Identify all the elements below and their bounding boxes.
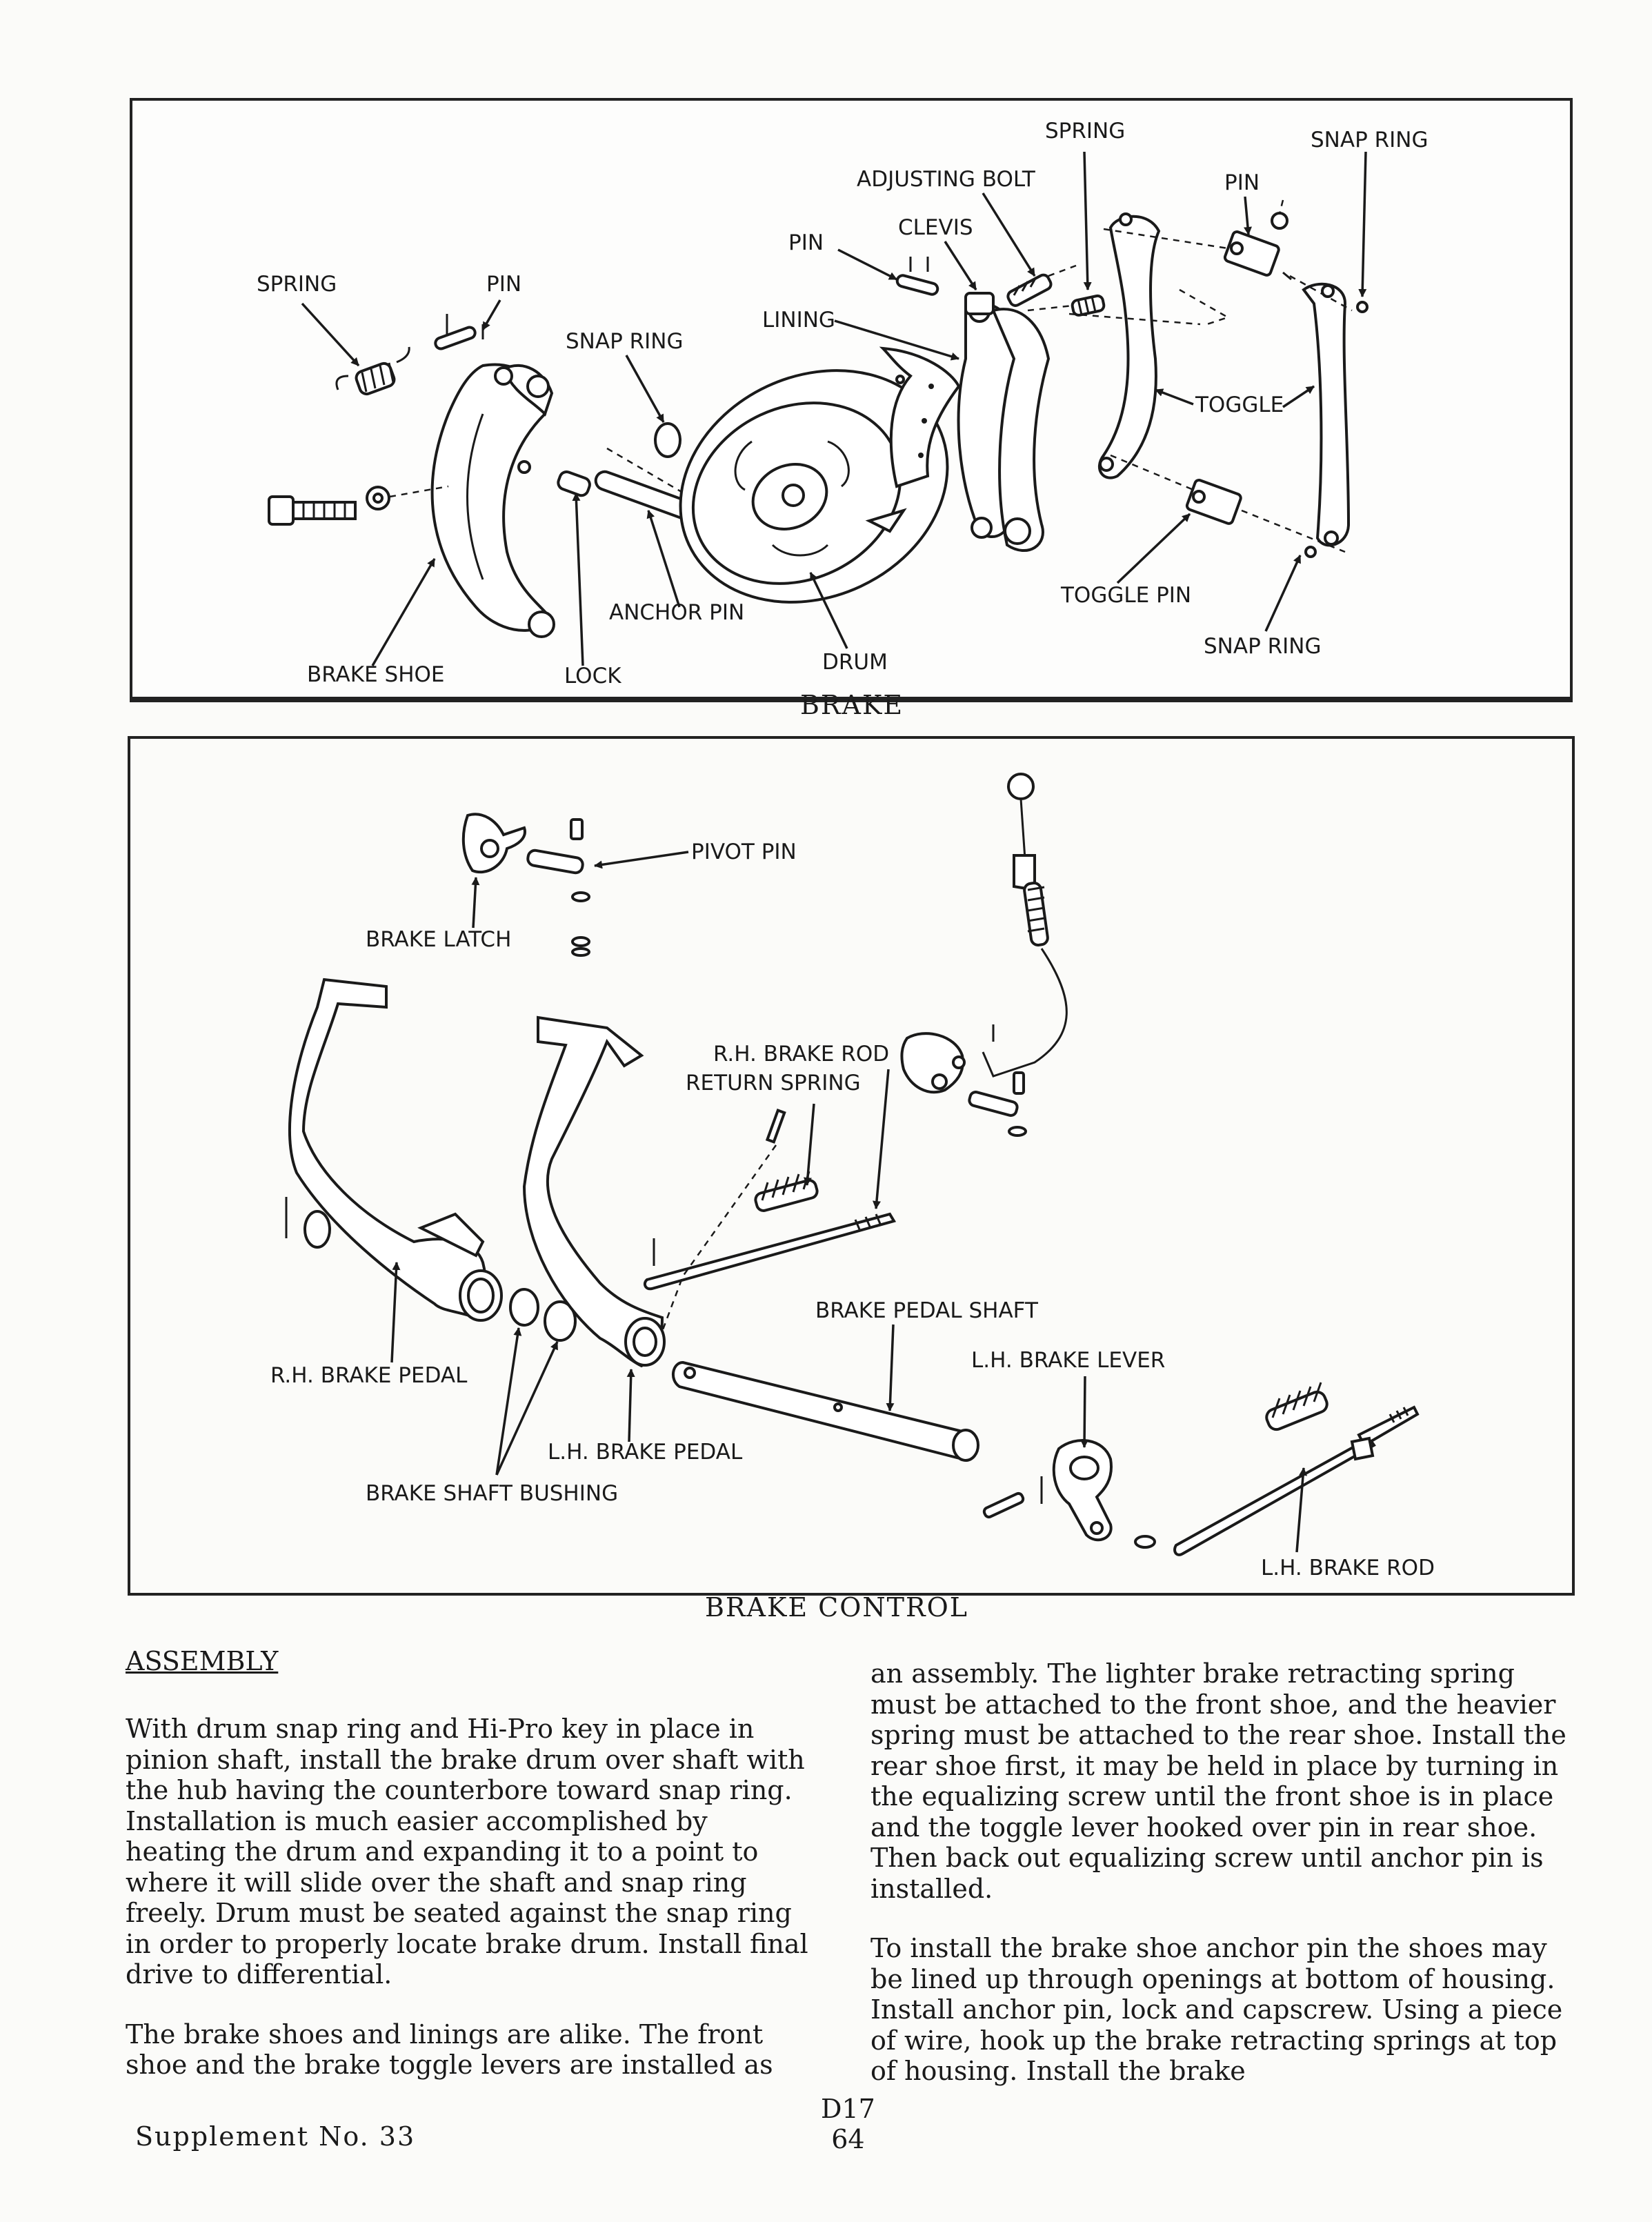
label-return-spring: RETURN SPRING bbox=[686, 1071, 861, 1095]
brake-labels: SPRING SNAP RING ADJUSTING BOLT PIN CLEV… bbox=[257, 119, 1429, 688]
brake-leader-lines bbox=[301, 151, 1367, 666]
brake-control-figure bbox=[128, 736, 1575, 1596]
control-labels: PIVOT PIN BRAKE LATCH R.H. BRAKE ROD RET… bbox=[270, 840, 1435, 1580]
left-text-column: With drum snap ring and Hi-Pro key in pl… bbox=[126, 1714, 815, 2110]
left-paragraph-1: With drum snap ring and Hi-Pro key in pl… bbox=[126, 1714, 808, 1990]
assembly-heading: ASSEMBLY bbox=[126, 1646, 279, 1676]
label-brake-shoe: BRAKE SHOE bbox=[307, 662, 445, 687]
snap-ring-part bbox=[654, 422, 681, 458]
label-pin-right: PIN bbox=[1224, 170, 1260, 195]
label-snap-ring-top: SNAP RING bbox=[1311, 128, 1429, 152]
label-adjusting-bolt: ADJUSTING BOLT bbox=[857, 167, 1036, 192]
brake-latch-part bbox=[461, 813, 590, 957]
brake-linkage-part bbox=[900, 773, 1068, 1137]
label-lock: LOCK bbox=[564, 664, 621, 688]
pin-left-part bbox=[434, 314, 484, 350]
label-anchor-pin: ANCHOR PIN bbox=[609, 600, 744, 625]
page-number: 64 bbox=[831, 2124, 865, 2154]
label-drum: DRUM bbox=[822, 650, 888, 675]
right-paragraph-2: To install the brake shoe anchor pin the… bbox=[870, 1933, 1563, 2086]
label-snap-ring-mid: SNAP RING bbox=[566, 329, 684, 354]
label-rh-brake-rod: R.H. BRAKE ROD bbox=[713, 1042, 889, 1067]
brake-caption-rule bbox=[130, 697, 1573, 700]
snap-ring-bottom-part bbox=[1304, 546, 1317, 558]
toggle-pin-part bbox=[1068, 199, 1353, 553]
label-brake-shaft-bushing: BRAKE SHAFT BUSHING bbox=[366, 1481, 618, 1506]
label-toggle: TOGGLE bbox=[1195, 393, 1284, 417]
clevis-part bbox=[895, 257, 1077, 315]
brake-pedal-shaft-part bbox=[672, 1360, 979, 1462]
anchor-pin-part bbox=[517, 447, 696, 521]
capscrew-part bbox=[268, 485, 449, 526]
toggle-part bbox=[1098, 212, 1351, 547]
front-shoe-part bbox=[957, 301, 1051, 553]
left-paragraph-2: The brake shoes and linings are alike. T… bbox=[126, 2018, 773, 2081]
lining-part bbox=[879, 346, 961, 488]
label-lining: LINING bbox=[762, 308, 835, 333]
label-clevis: CLEVIS bbox=[898, 215, 973, 240]
page-footer-code: D17 64 bbox=[821, 2094, 875, 2154]
label-snap-ring-bottom: SNAP RING bbox=[1204, 634, 1322, 659]
brake-exploded-view bbox=[268, 199, 1369, 638]
rh-brake-rod-part bbox=[643, 1109, 897, 1332]
label-brake-pedal-shaft: BRAKE PEDAL SHAFT bbox=[815, 1298, 1039, 1323]
label-lh-brake-rod: L.H. BRAKE ROD bbox=[1261, 1556, 1435, 1580]
rh-brake-pedal-part bbox=[285, 978, 503, 1322]
label-lh-brake-pedal: L.H. BRAKE PEDAL bbox=[548, 1440, 743, 1465]
brake-control-exploded-view bbox=[285, 773, 1420, 1556]
spring-left-part bbox=[335, 346, 410, 396]
control-leader-lines bbox=[390, 851, 1308, 1553]
brake-shaft-bushing-part bbox=[509, 1288, 577, 1342]
snap-ring-right-part bbox=[1356, 301, 1369, 313]
lh-brake-lever-part bbox=[982, 1439, 1156, 1549]
label-spring-top: SPRING bbox=[1045, 119, 1125, 143]
label-pin-mid: PIN bbox=[788, 230, 824, 255]
label-toggle-pin: TOGGLE PIN bbox=[1060, 583, 1191, 608]
brake-caption: BRAKE bbox=[800, 690, 904, 720]
spring-top-part bbox=[1027, 294, 1106, 317]
label-brake-latch: BRAKE LATCH bbox=[366, 927, 511, 952]
lh-brake-rod-part bbox=[1173, 1382, 1420, 1556]
brake-shoe-part bbox=[430, 363, 555, 638]
label-spring-left: SPRING bbox=[257, 272, 337, 297]
brake-control-caption: BRAKE CONTROL bbox=[705, 1592, 968, 1623]
lh-brake-pedal-part bbox=[522, 1015, 666, 1368]
brake-drum-part bbox=[679, 369, 949, 604]
label-pivot-pin: PIVOT PIN bbox=[691, 840, 797, 864]
label-pin-left: PIN bbox=[486, 272, 521, 297]
model-code: D17 bbox=[821, 2094, 875, 2124]
label-rh-brake-pedal: R.H. BRAKE PEDAL bbox=[270, 1363, 468, 1388]
right-paragraph-1: an assembly. The lighter brake retractin… bbox=[870, 1658, 1566, 1904]
label-lh-brake-lever: L.H. BRAKE LEVER bbox=[971, 1348, 1165, 1373]
supplement-label: Supplement No. 33 bbox=[135, 2121, 416, 2152]
right-text-column: an assembly. The lighter brake retractin… bbox=[870, 1658, 1569, 2116]
